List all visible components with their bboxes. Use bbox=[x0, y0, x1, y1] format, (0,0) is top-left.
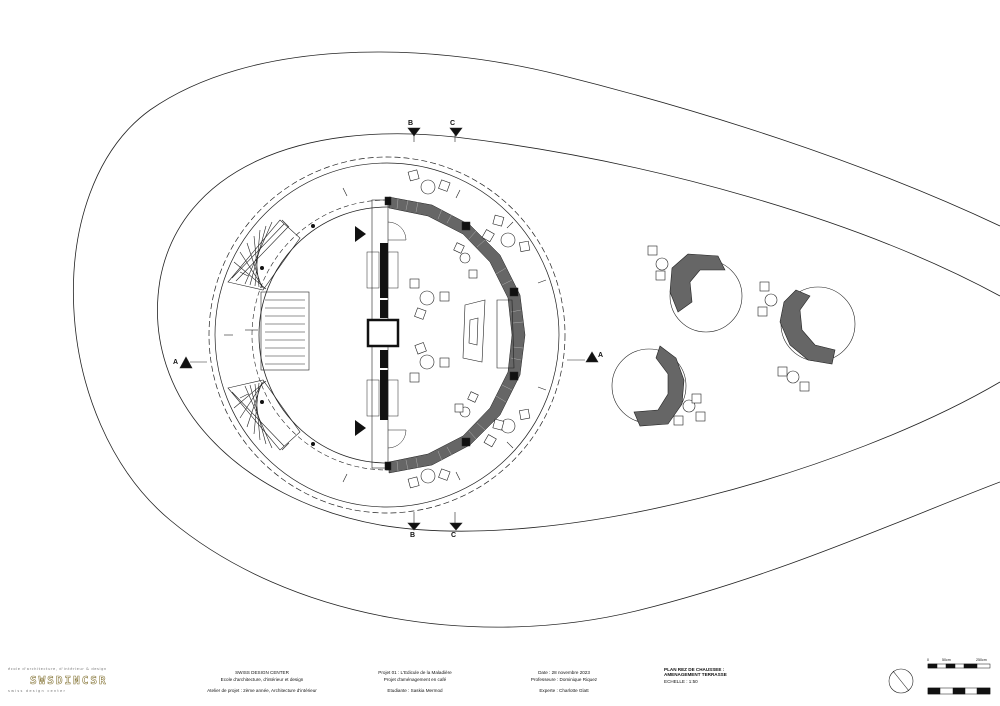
school-name: SWISS DESIGN CENTER bbox=[235, 670, 289, 675]
school-description: Ecole d'architecture, d'intérieur et des… bbox=[220, 677, 304, 682]
entry-arrow-top bbox=[355, 226, 366, 242]
terrace-furniture bbox=[647, 245, 810, 426]
bar-counter bbox=[462, 299, 515, 369]
central-wall bbox=[355, 199, 407, 469]
student-name: Etudiante : Saskia Mermod bbox=[387, 688, 443, 693]
section-label-a-right: A bbox=[598, 352, 604, 359]
plan-title-line-2: AMENAGEMENT TERRASSE bbox=[664, 672, 727, 677]
date: Date : 28 novembre 2023 bbox=[538, 670, 590, 675]
stair-landing bbox=[260, 291, 310, 371]
roof-outline-dashed bbox=[208, 156, 566, 514]
scale-bar-bottom bbox=[927, 687, 991, 695]
stairs bbox=[227, 219, 310, 451]
terrace-bench-1 bbox=[669, 253, 743, 333]
section-label-a-left: A bbox=[173, 359, 179, 366]
terrace-bench-3 bbox=[611, 345, 687, 427]
atelier-info: Atelier de projet : 2ème année, Architec… bbox=[207, 688, 317, 693]
stair-upper-treads bbox=[231, 221, 289, 290]
section-label-b-bottom: B bbox=[410, 532, 416, 539]
site-inner-boundary bbox=[157, 133, 1000, 532]
stair-upper bbox=[227, 219, 301, 291]
section-label-b-top: B bbox=[408, 120, 414, 127]
scale-label-zero: 0 bbox=[927, 658, 929, 662]
section-label-c-bottom: C bbox=[451, 532, 457, 539]
logo-subline: swiss design center bbox=[8, 689, 67, 693]
expert: Experte : Charlotte Glatt bbox=[539, 688, 589, 693]
stair-lower bbox=[227, 379, 301, 451]
logo-wordmark: SWSDINCSR bbox=[30, 674, 108, 688]
project-description: Projet d'aménagement en café bbox=[383, 677, 447, 682]
project-title: Projet 01 : L'Edicule de la Maladière bbox=[378, 670, 452, 675]
outer-wall bbox=[214, 162, 560, 508]
scale-text: ECHELLE : 1:50 bbox=[664, 679, 698, 684]
logo-tagline: école d'architecture, d'intérieur & desi… bbox=[8, 667, 107, 671]
site-outer-boundary bbox=[73, 51, 1000, 628]
scale-label-mid: 50cm bbox=[942, 658, 951, 662]
plan-title-line-1: PLAN REZ DE CHAUSSEE : bbox=[664, 667, 725, 672]
scale-bar-top bbox=[927, 663, 991, 669]
scale-label-end: 250cm bbox=[976, 658, 987, 662]
professor: Professeure : Dominique Riquez bbox=[530, 677, 598, 682]
north-arrow bbox=[888, 668, 914, 694]
terrace-bench-2 bbox=[779, 286, 856, 365]
section-markers bbox=[179, 127, 599, 531]
section-label-c-top: C bbox=[450, 120, 456, 127]
entry-arrow-bottom bbox=[355, 420, 366, 436]
central-counter bbox=[366, 318, 400, 348]
interior-bench bbox=[384, 196, 526, 474]
interior-furniture bbox=[407, 169, 531, 489]
